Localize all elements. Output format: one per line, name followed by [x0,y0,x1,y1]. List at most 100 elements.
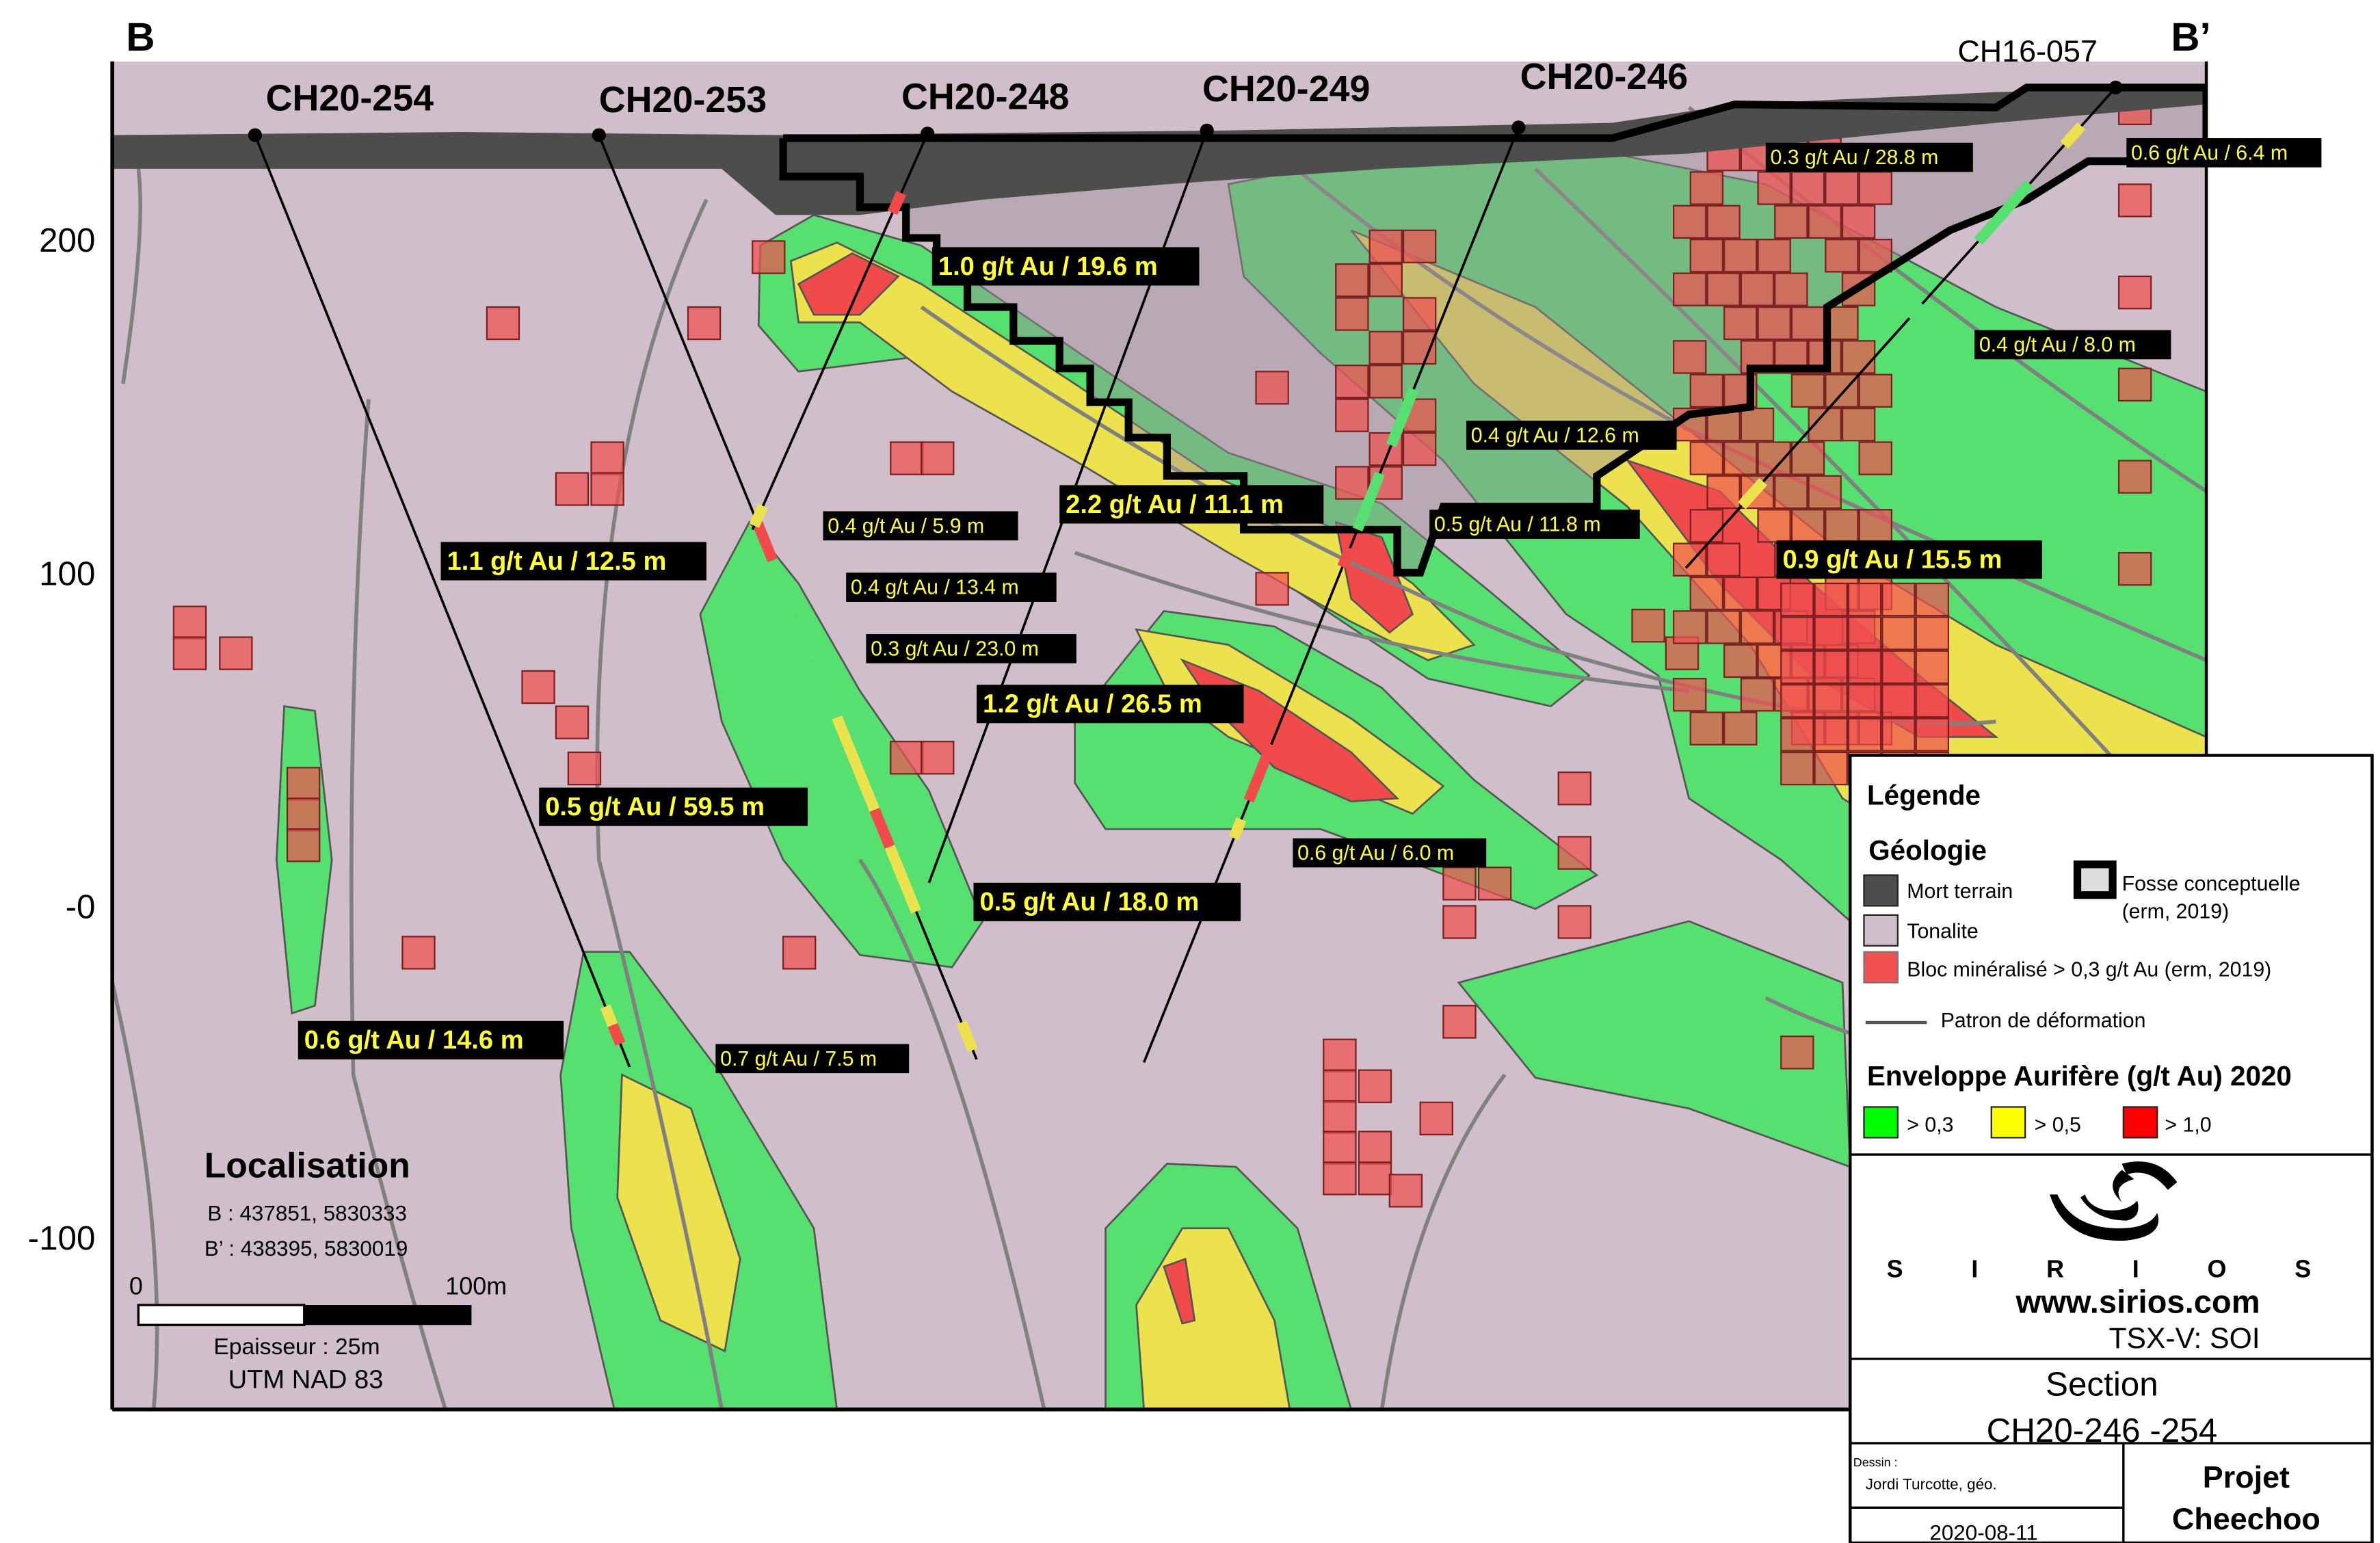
assay-label-box [823,511,1018,541]
mineralized-block [1774,205,1808,239]
mineralized-block [1841,340,1876,374]
mineralized-block [1814,582,1848,617]
mineralized-block [1689,441,1724,475]
mineralized-block [1858,441,1892,475]
hole-label: CH20-249 [1202,68,1371,109]
mineralized-block [1774,272,1808,306]
localisation-panel: Localisation B : 437851, 5830333 B’ : 43… [129,1146,507,1395]
mineralized-block [1419,1101,1453,1136]
drillhole-collar [248,128,263,142]
assay-interval [790,614,819,664]
assay-label-box [931,247,1200,286]
y-tick-200: 200 [39,222,95,259]
assay-labels: 1.0 g/t Au / 19.6 m2.2 g/t Au / 11.1 m1.… [298,138,2322,1074]
mineralized-block [1780,1036,1814,1070]
mineralized-block [1388,1174,1423,1208]
mineralized-block [286,828,321,862]
envelope-zone [699,520,984,968]
scale-end: 100m [445,1271,507,1300]
mineralized-block [567,751,602,786]
mineralized-block [555,705,590,739]
section-label: Section [2046,1366,2158,1403]
mineralized-block [1858,373,1892,408]
project-line1: Projet [2203,1460,2290,1494]
mineralized-block [1557,772,1592,806]
company-ticker: TSX-V: SOI [2108,1322,2260,1355]
assay-interval [884,845,921,914]
mineralized-block [1477,867,1512,901]
drillhole-collar [1511,120,1526,135]
mineralized-block [1689,576,1724,611]
mineralized-block [1706,272,1741,306]
assay-interval [956,1020,978,1053]
mineralized-block [1825,171,1859,205]
mineralized-block [1689,509,1724,543]
assay-interval [1228,817,1247,841]
envelope-zone [789,241,1476,661]
mineralized-block [1323,1161,1357,1196]
mineralized-block [921,441,955,475]
mineralized-block [286,797,321,832]
mineralized-block [890,441,924,475]
assay-label-major: 2.2 g/t Au / 11.1 m [1066,490,1284,519]
mineralized-block [1631,609,1665,643]
thickness: Epaisseur : 25m [213,1334,380,1360]
mineralized-block [1442,905,1477,939]
scale-start: 0 [129,1271,143,1300]
mineralized-block [1368,330,1403,365]
deformation-line [1379,1073,1507,1410]
mineralized-block [1723,644,1758,678]
mineralized-block [1790,509,1825,543]
hole-label: CH20-253 [599,79,767,120]
legend-env-mid: > 0,5 [2035,1113,2081,1136]
assay-label-box [715,1044,910,1074]
mineralized-block [1780,582,1814,617]
mineralized-block [2117,551,2152,586]
mineralized-block [1442,1005,1477,1039]
project-line2: Cheechoo [2172,1501,2320,1536]
mineralized-block [1323,1100,1357,1134]
deformation-line [121,168,142,384]
assay-label-box [1293,838,1487,868]
assay-label-box [846,572,1057,602]
assay-interval [600,1004,618,1027]
drawing-date: 2020-08-11 [1929,1521,2037,1543]
swatch-overburden [1863,874,1899,907]
mineralized-block [1915,616,1950,650]
mineralized-block [1915,717,1950,752]
mineralized-block [1825,373,1859,408]
mineralized-block [1757,239,1791,273]
mineralized-block [1706,205,1741,239]
assay-interval [2060,122,2086,149]
mineralized-block [1847,684,1882,718]
deformation-line [1534,167,2207,861]
mineralized-block [1915,650,1950,685]
mineralized-block [1814,616,1848,650]
mineralized-block [1808,475,1842,510]
mineralized-block [1672,340,1707,374]
mineralized-block [1323,1038,1357,1072]
assay-label-major: 0.5 g/t Au / 18.0 m [979,887,1199,916]
deformation-line [112,982,159,1410]
section-end-b: B [126,15,155,60]
mineralized-block [2117,183,2152,217]
mineralized-block [1780,751,1814,786]
assay-label-minor: 0.7 g/t Au / 7.5 m [720,1048,877,1070]
mineralized-block [1672,272,1707,306]
assay-label-box [866,634,1076,663]
assay-interval [1386,387,1419,448]
assay-interval [1974,180,2034,246]
company-website: www.sirios.com [2015,1283,2260,1319]
localisation-title: Localisation [204,1146,410,1185]
assay-label-major: 0.6 g/t Au / 14.6 m [304,1025,524,1055]
mineralized-block [1881,582,1916,617]
swatch-env-mid [1990,1106,2026,1139]
mineralized-block [1780,616,1814,650]
mineralized-block [1368,365,1403,399]
mineralized-block [1774,475,1808,510]
mineralized-block [1881,684,1916,718]
assay-label-minor: 0.4 g/t Au / 5.9 m [828,515,984,538]
drillhole-collar [592,128,606,142]
assay-label-minor: 0.3 g/t Au / 28.8 m [1771,146,1939,169]
